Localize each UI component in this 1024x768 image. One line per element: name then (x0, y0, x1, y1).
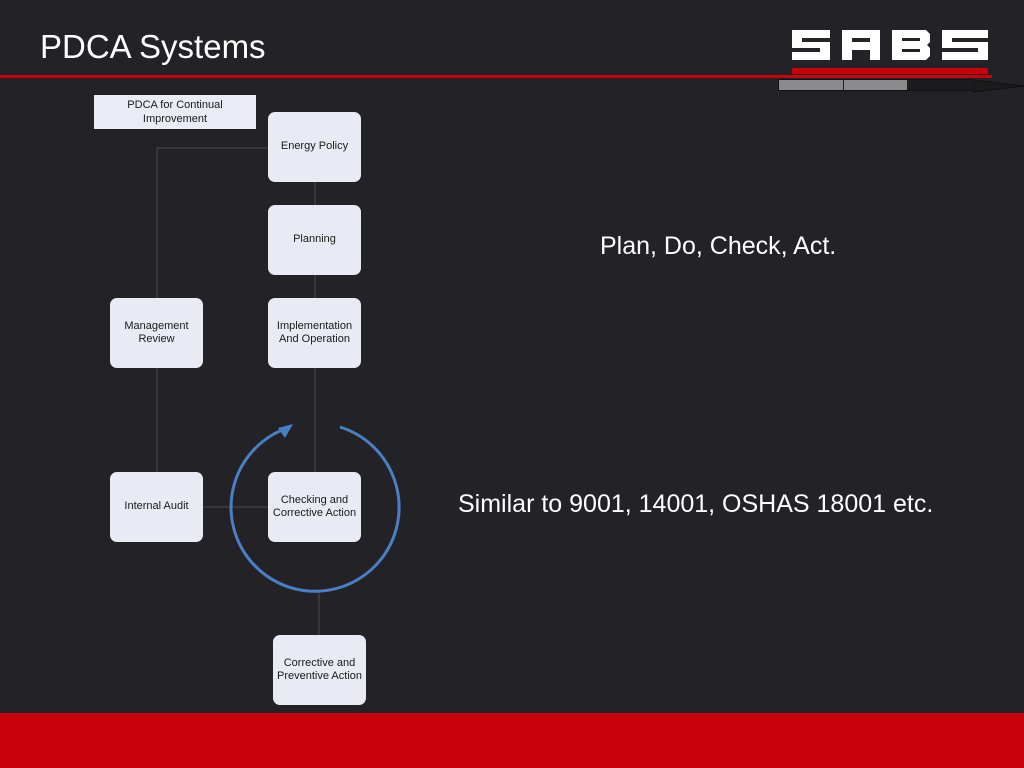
progress-separator (908, 80, 909, 90)
slide-title: PDCA Systems (40, 28, 266, 65)
footer-band (0, 713, 1024, 768)
planning-box: Planning (268, 205, 361, 275)
diagram-caption: PDCA for Continual Improvement (94, 95, 256, 129)
energy-policy-box: Energy Policy (268, 112, 361, 182)
cycle-arrow-head-icon (278, 424, 293, 438)
pdca-statement: Plan, Do, Check, Act. (600, 232, 837, 260)
title-rule (0, 75, 992, 78)
progress-separator (843, 80, 844, 90)
corrective-preventive-box: Corrective and Preventive Action (273, 635, 366, 705)
checking-box: Checking and Corrective Action (268, 472, 361, 542)
management-review-box: Management Review (110, 298, 203, 368)
cycle-arrow (229, 425, 401, 593)
internal-audit-box: Internal Audit (110, 472, 203, 542)
standards-statement: Similar to 9001, 14001, OSHAS 18001 etc. (458, 490, 934, 518)
progress-arrow-icon (973, 79, 1024, 93)
sabs-logo (792, 30, 988, 74)
implementation-box: Implementation And Operation (268, 298, 361, 368)
